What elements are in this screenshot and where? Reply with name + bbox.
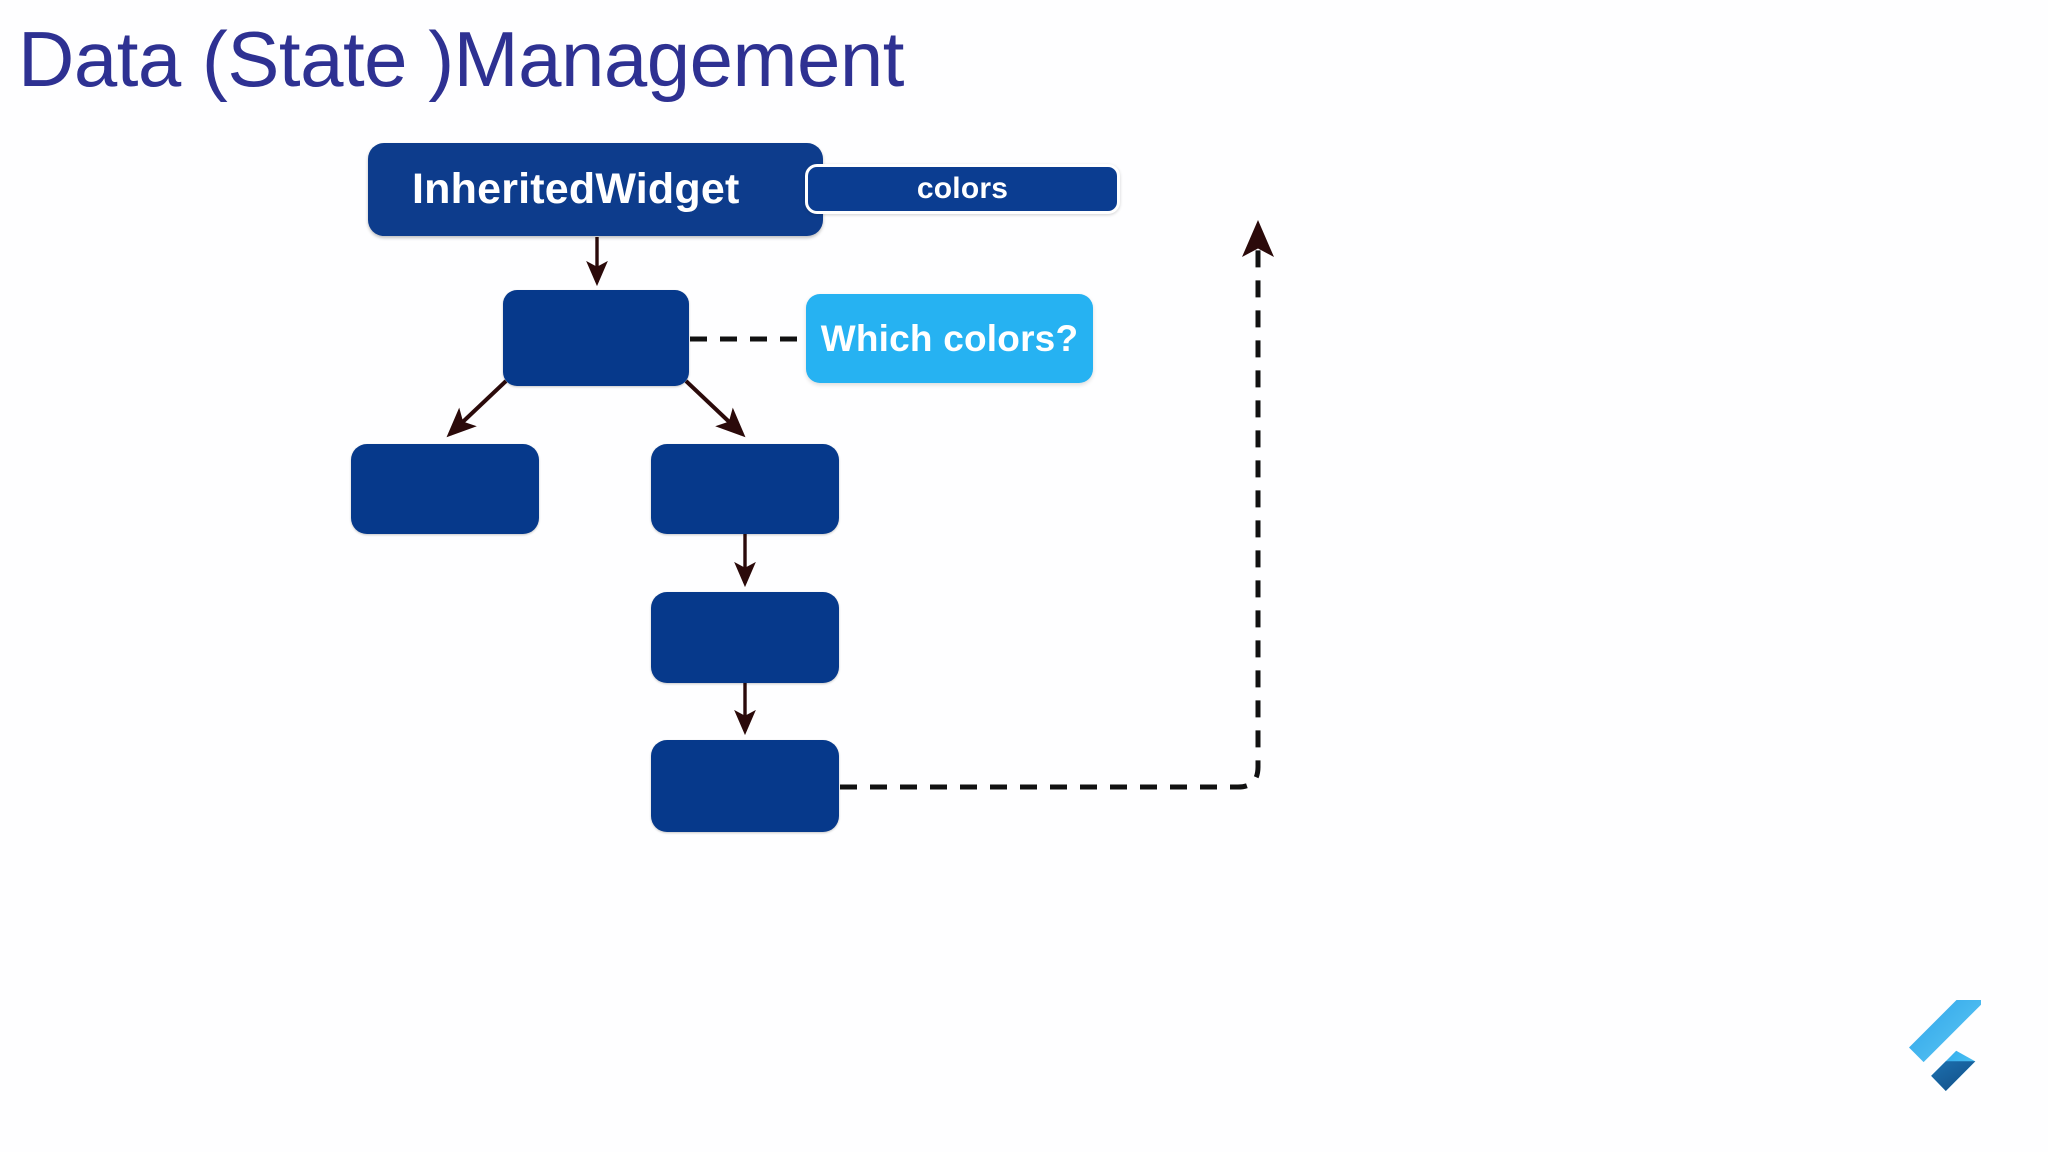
- node-great-grandchild[interactable]: [651, 740, 839, 832]
- node-grandchild[interactable]: [651, 592, 839, 683]
- node-inherited-widget[interactable]: InheritedWidget: [368, 143, 823, 236]
- node-right-child[interactable]: [651, 444, 839, 534]
- node-left-leaf[interactable]: [351, 444, 539, 534]
- node-colors[interactable]: colors: [805, 164, 1120, 214]
- node-root-child[interactable]: [503, 290, 689, 386]
- flutter-logo-icon: [1909, 1000, 1981, 1091]
- node-colors-label: colors: [916, 172, 1009, 205]
- node-inherited-widget-label: InheritedWidget: [412, 165, 740, 213]
- edge-root-to-right-child: [684, 379, 746, 438]
- node-which-colors-label: Which colors?: [820, 317, 1079, 359]
- edge-root-to-left-leaf: [446, 379, 508, 438]
- page-title: Data (State )Management: [18, 15, 904, 103]
- node-which-colors[interactable]: Which colors?: [806, 294, 1093, 383]
